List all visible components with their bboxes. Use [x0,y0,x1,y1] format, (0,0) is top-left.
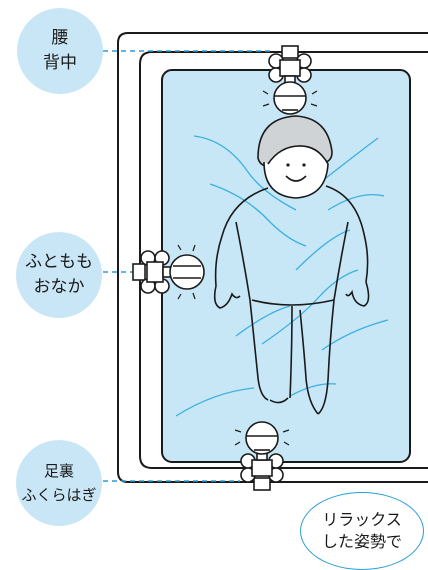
label-thigh-belly-text: ふともも おなか [25,250,93,300]
label-calf: ふくらはぎ [21,486,97,504]
label-belly: おなか [33,277,85,297]
label-thigh: ふともも [25,252,93,272]
relax-bubble-text: リラックス した姿勢で [322,509,402,553]
person-figure [213,115,370,415]
jet-unit-thigh [132,244,205,300]
jet-unit-back [262,45,318,115]
label-waist-back-text: 腰 背中 [43,26,77,76]
label-waist: 腰 [51,28,69,48]
jet-unit-foot [234,421,290,491]
label-sole: 足裏 [43,462,74,480]
label-back: 背中 [43,53,77,73]
label-thigh-belly: ふともも おなか [16,232,102,318]
relax-line-2: した姿勢で [321,532,402,551]
relax-speech-bubble: リラックス した姿勢で [300,492,424,570]
water-waves [175,135,389,417]
relax-line-1: リラックス [322,510,402,529]
label-sole-calf-text: 足裏 ふくらはぎ [21,459,96,507]
face [263,145,329,199]
label-sole-calf: 足裏 ふくらはぎ [16,440,102,526]
label-waist-back: 腰 背中 [17,8,103,94]
